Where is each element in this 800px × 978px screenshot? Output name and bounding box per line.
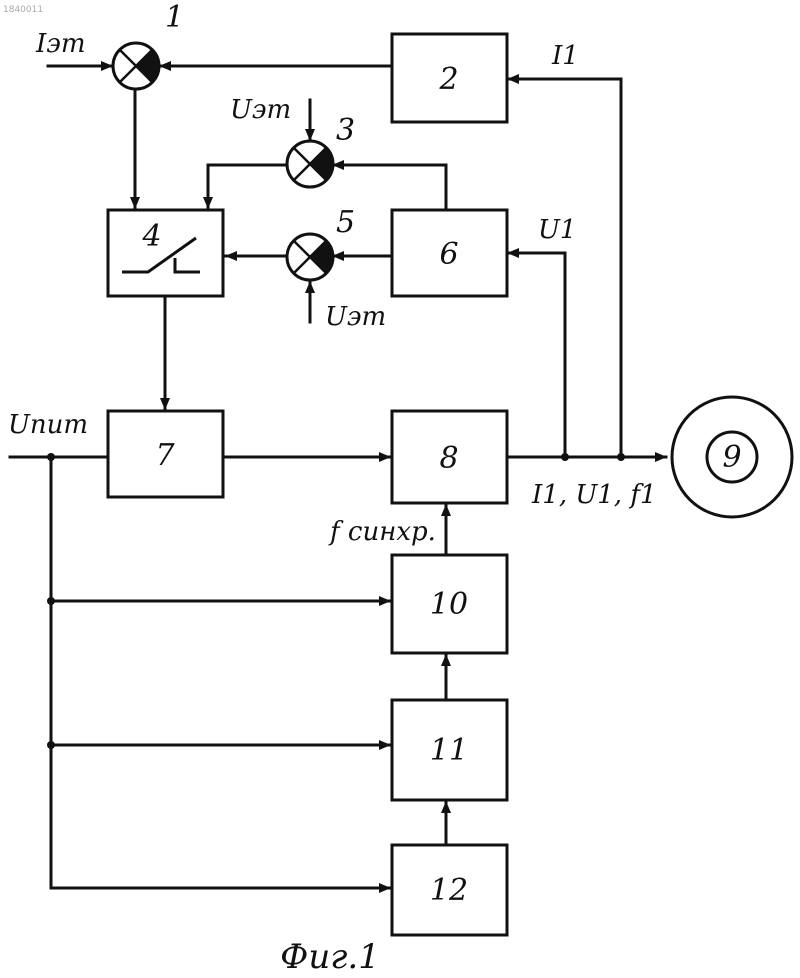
u1-feedback-label: U1: [538, 215, 576, 245]
uref-5-label: Uэт: [325, 302, 386, 332]
block-7: 7: [108, 411, 223, 497]
summator-3-label: 3: [336, 113, 355, 148]
block-10: 10: [392, 555, 507, 653]
block-4: 4: [108, 210, 223, 296]
summator-3: 3: [287, 113, 355, 187]
block-6: 6: [392, 210, 507, 296]
block-12: 12: [392, 845, 507, 935]
iref-label: Iэт: [35, 29, 86, 59]
block-6-label: 6: [439, 237, 458, 272]
supply-voltage-label: Uпит: [8, 410, 88, 440]
sync-frequency-label: f синхр.: [328, 517, 436, 547]
block-7-label: 7: [155, 438, 175, 473]
motor-9: 9: [672, 397, 792, 517]
watermark-text: 1840011: [3, 5, 43, 15]
block-11: 11: [392, 700, 507, 800]
summator-1: 1: [113, 0, 184, 89]
figure-caption: Фиг.1: [280, 937, 380, 977]
i1-feedback-label: I1: [551, 41, 579, 71]
block-8: 8: [392, 411, 507, 503]
block-11-label: 11: [430, 733, 468, 768]
block-8-label: 8: [439, 441, 458, 476]
block-4-label: 4: [141, 219, 161, 254]
uref-3-label: Uэт: [230, 95, 291, 125]
block-2-label: 2: [438, 62, 458, 97]
block-2: 2: [392, 34, 507, 122]
block-12-label: 12: [430, 873, 468, 908]
summator-5-label: 5: [336, 205, 355, 240]
summator-1-label: 1: [165, 0, 184, 35]
output-signals-label: I1, U1, f1: [531, 480, 657, 510]
motor-9-label: 9: [722, 440, 741, 475]
block-10-label: 10: [430, 587, 468, 622]
summator-5: 5: [287, 205, 355, 280]
